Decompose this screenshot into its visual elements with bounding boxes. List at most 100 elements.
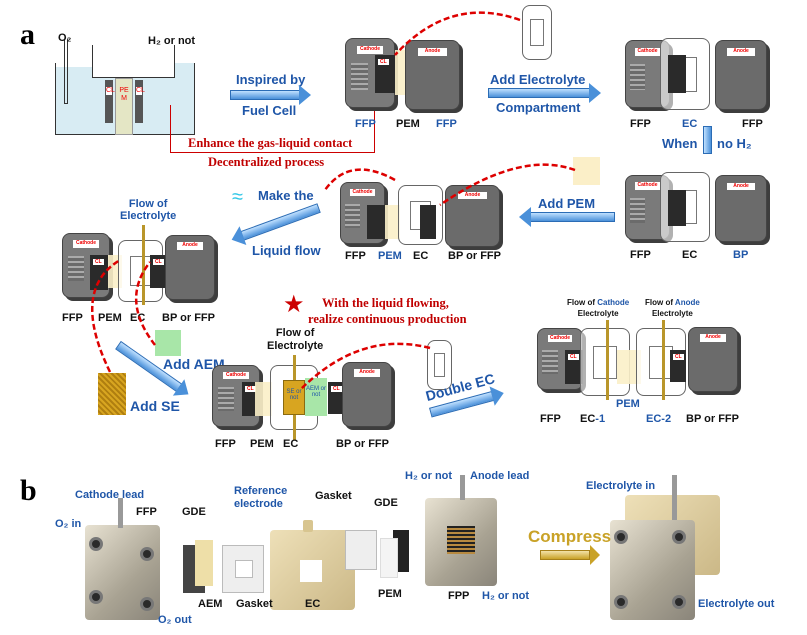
- continuous-text-1: With the liquid flowing,: [322, 296, 449, 310]
- abs: [135, 80, 143, 123]
- tag: Anode: [457, 192, 488, 200]
- fit: [672, 595, 686, 609]
- se-mesh: [98, 373, 126, 415]
- label-pem: PEM: [98, 312, 122, 324]
- label-bp: BP: [733, 249, 749, 261]
- fit: [140, 547, 154, 561]
- aem-photo: [195, 540, 213, 586]
- curved-arrow: [439, 163, 576, 207]
- label-ffp: FFP: [630, 249, 651, 261]
- plate: Anode: [342, 362, 392, 427]
- h-cell-beaker: CL PEM CL: [55, 39, 195, 135]
- abs: [64, 39, 68, 104]
- lead: [672, 475, 677, 520]
- bp-sheet: [573, 157, 600, 185]
- fuel-cell-text: Fuel Cell: [242, 103, 297, 118]
- grill: [542, 350, 558, 374]
- aem-or-not: AEM or not: [305, 378, 327, 416]
- win: [649, 345, 673, 379]
- fit: [672, 530, 686, 544]
- grill: [67, 256, 84, 282]
- gasket-photo: [222, 545, 264, 593]
- add-pem-arrow: [519, 207, 615, 227]
- tag: Cathode: [635, 182, 660, 190]
- abs: [447, 526, 475, 554]
- rod: [662, 320, 665, 400]
- h2-label: H₂ or not: [148, 35, 196, 47]
- label-bp-or-ffp: BP or FFP: [448, 250, 501, 262]
- grill: [630, 198, 646, 224]
- fit: [89, 537, 103, 551]
- aem-sheet: [155, 330, 181, 356]
- pem-photo: [380, 538, 398, 578]
- star-icon: ★: [283, 291, 305, 318]
- tag: Cathode: [223, 372, 249, 380]
- ec: [636, 328, 686, 396]
- rod: [606, 320, 609, 400]
- abs: [235, 560, 253, 578]
- label-gde: GDE: [182, 506, 206, 518]
- rod: [142, 225, 145, 305]
- label-ffp: FFP: [540, 413, 561, 425]
- fit: [614, 595, 628, 609]
- compress-label: Compress: [528, 527, 612, 546]
- abs: [55, 63, 92, 67]
- gasket-photo: [345, 530, 377, 570]
- cl-label: CL: [136, 87, 145, 95]
- blue: Anode: [674, 298, 700, 307]
- inspired-arrow: [230, 85, 311, 105]
- tag: Anode: [176, 242, 204, 250]
- panel-label-a: a: [20, 18, 35, 51]
- pem: [385, 205, 400, 239]
- cl: CL: [670, 350, 686, 382]
- make-the-text: Make the: [258, 188, 314, 203]
- label-electrolyte-in: Electrolyte in: [586, 480, 656, 492]
- cl: [420, 205, 436, 239]
- tag: Anode: [353, 369, 381, 377]
- add-se-text: Add SE: [130, 398, 180, 414]
- label-h2-or-not: H₂ or not: [482, 590, 530, 602]
- abs: [93, 43, 174, 63]
- label-bp-or-ffp: BP or FFP: [686, 413, 739, 425]
- panel-label-b: b: [20, 474, 37, 507]
- fit: [614, 530, 628, 544]
- label-pem: PEM: [616, 398, 640, 410]
- label-gasket: Gasket: [315, 490, 352, 502]
- tag: Cathode: [547, 335, 573, 343]
- win: [433, 353, 446, 377]
- label-aem: AEM: [198, 598, 223, 610]
- label-bp-or-ffp: BP or FFP: [336, 438, 389, 450]
- ec: [427, 340, 452, 390]
- label-h2-or-not: H₂ or not: [405, 470, 453, 482]
- cl: CL: [565, 350, 583, 384]
- pem: [395, 50, 407, 95]
- label-gasket: Gasket: [236, 598, 273, 610]
- fit: [140, 597, 154, 611]
- splash-icon: ≈: [232, 186, 243, 208]
- cl-label: CL: [106, 87, 115, 95]
- fit: [89, 590, 103, 604]
- curved-arrow: [299, 342, 431, 391]
- label-cathode-lead: Cathode lead: [75, 489, 145, 501]
- label-ec-2: EC-2: [646, 413, 672, 425]
- decentralized-text: Decentralized process: [208, 155, 325, 169]
- label-ec: EC: [283, 438, 299, 450]
- plate: Anode: [165, 235, 215, 300]
- tag: Cathode: [73, 240, 99, 248]
- anode-lead: [460, 475, 465, 500]
- cl: [367, 205, 385, 239]
- cathode-ffp-photo: [85, 525, 160, 620]
- cl: CL: [90, 255, 108, 290]
- label-ffp: FFP: [345, 250, 366, 262]
- tag: Anode: [727, 182, 755, 191]
- cl: [668, 55, 686, 93]
- anode-fpp-photo: [425, 498, 497, 586]
- label-electrolyte-out: Electrolyte out: [698, 598, 775, 610]
- anode-plate: Anode: [405, 40, 460, 110]
- label-pem: PEM: [250, 438, 274, 450]
- grill: [350, 62, 368, 90]
- curved-arrow: [91, 258, 121, 373]
